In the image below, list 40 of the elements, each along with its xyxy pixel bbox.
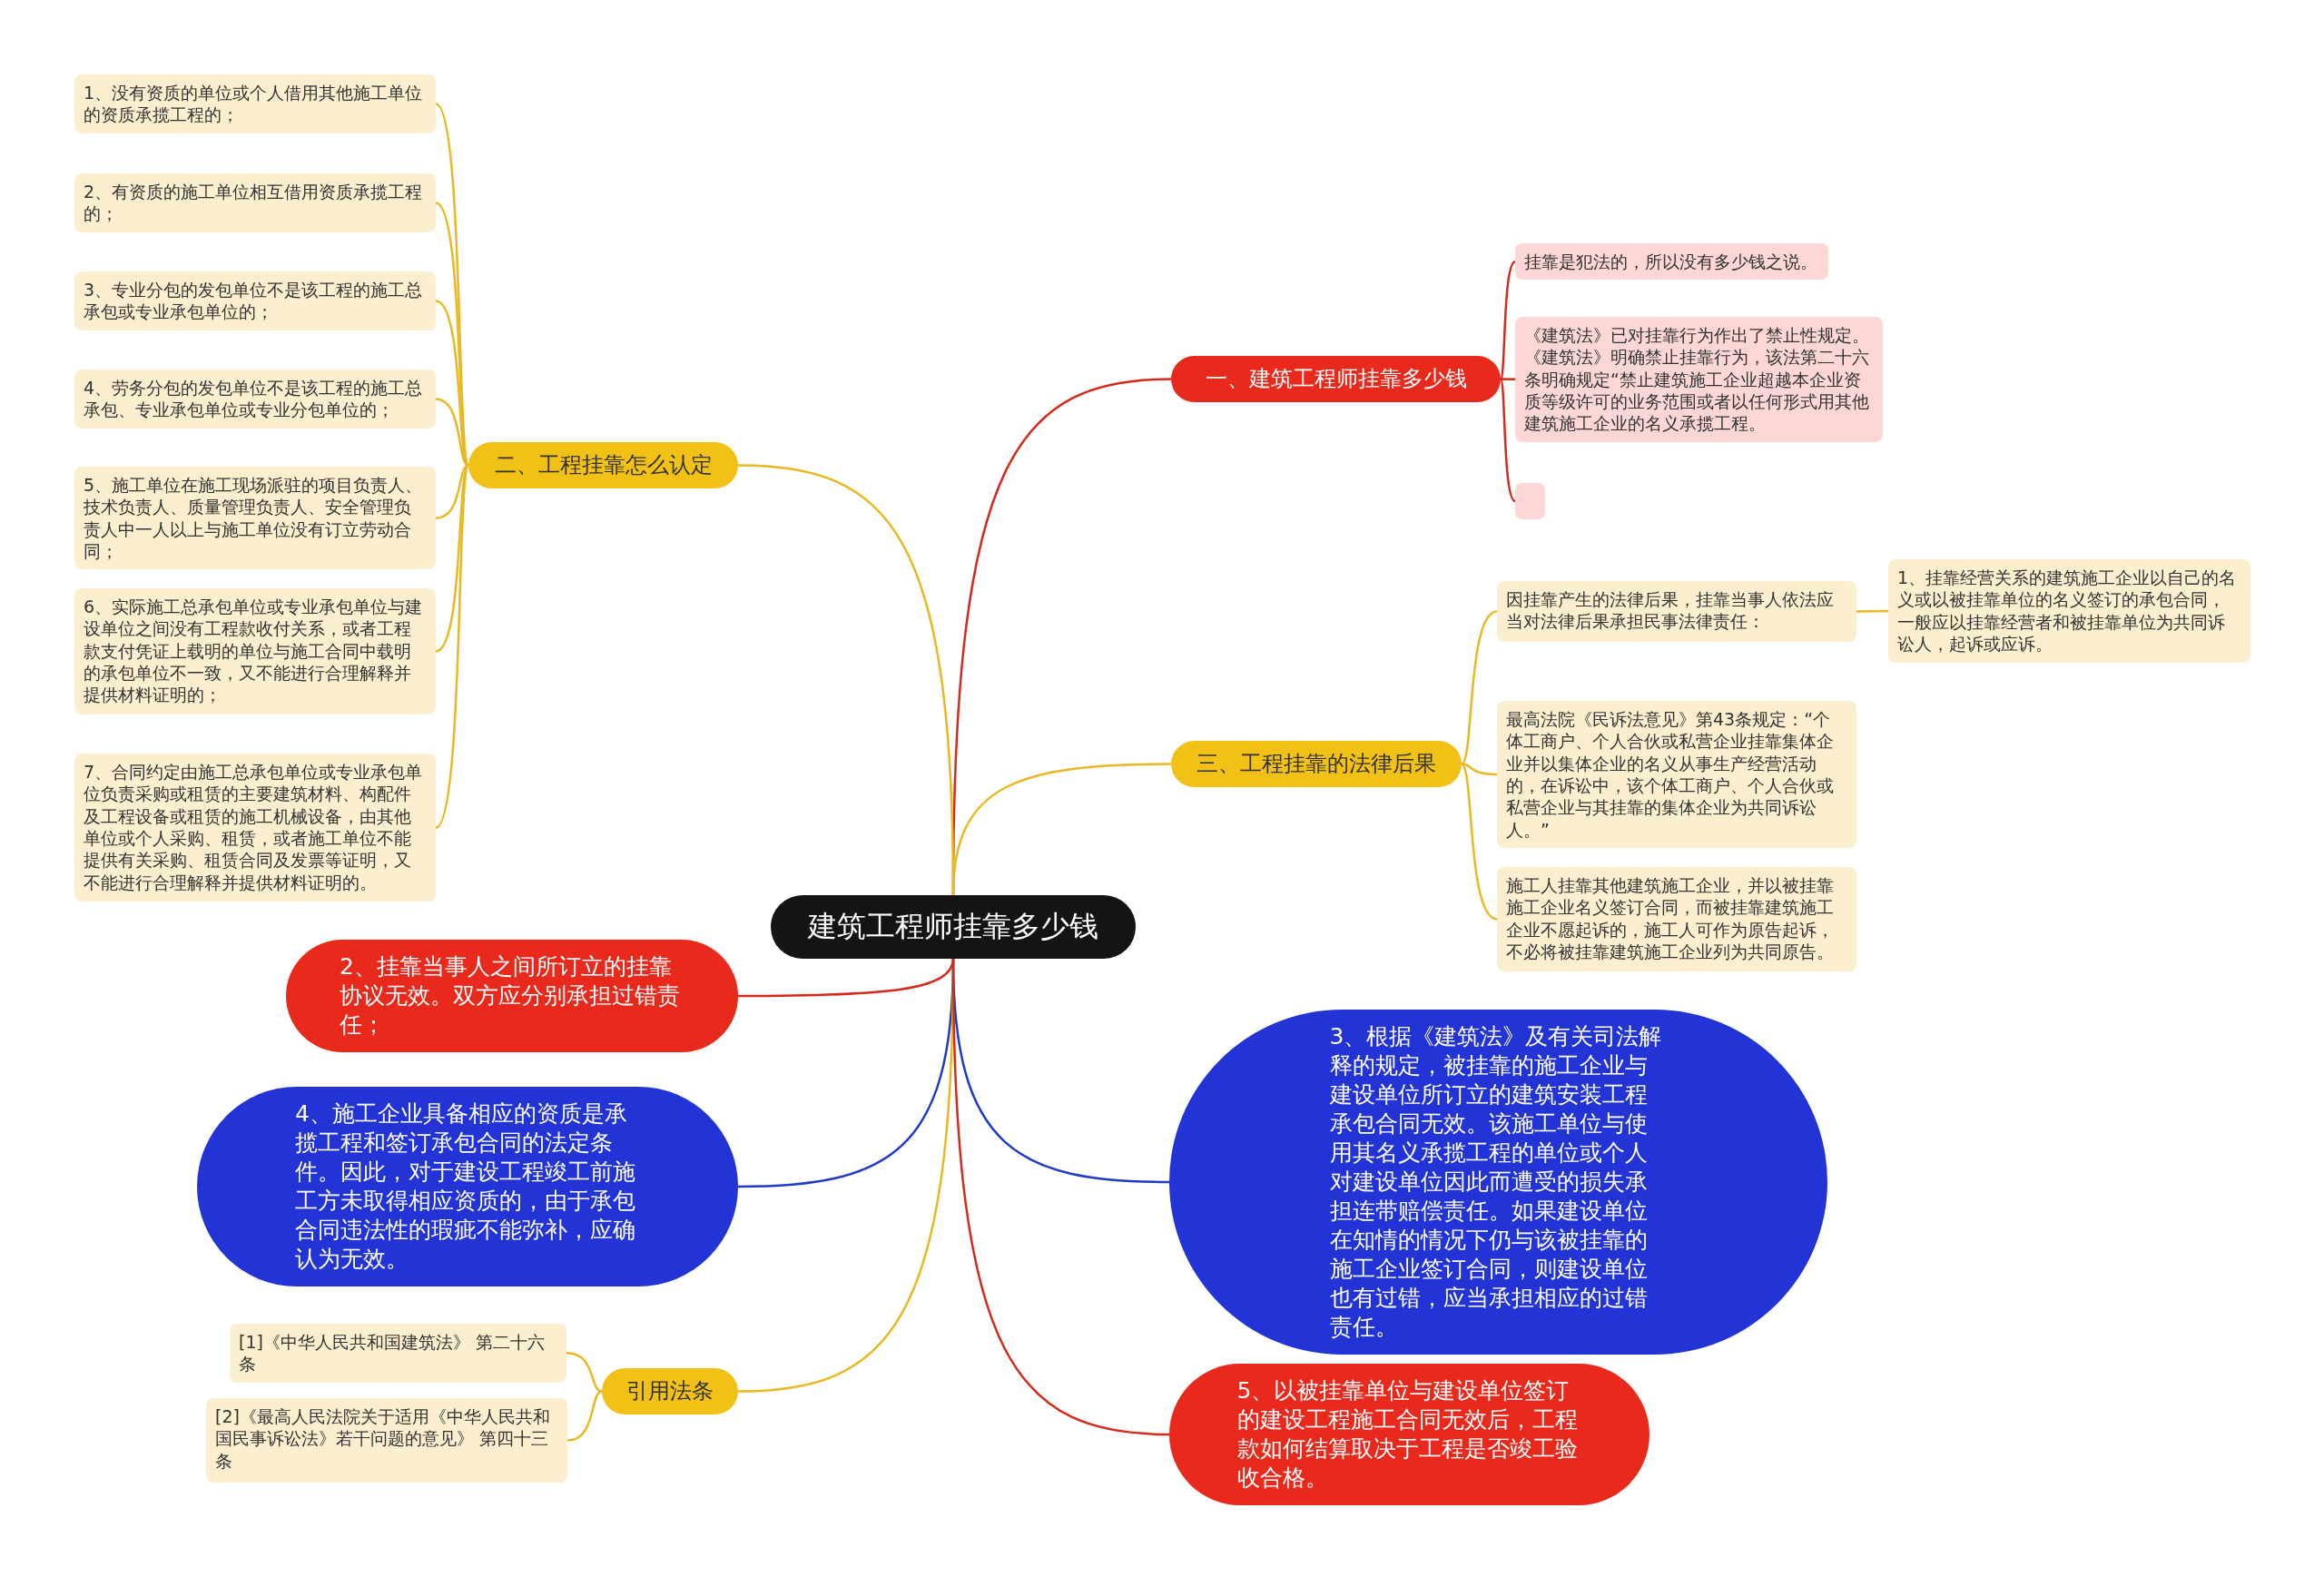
topic-pill: 二、工程挂靠怎么认定 xyxy=(468,442,738,489)
empty-note-box xyxy=(1515,483,1545,519)
note-box: 5、施工单位在施工现场派驻的项目负责人、技术负责人、质量管理负责人、安全管理负责人中一人以上与施工单位没有订立劳动合同； xyxy=(74,467,436,570)
topic-bubble: 5、以被挂靠单位与建设单位签订的建设工程施工合同无效后，工程款如何结算取决于工程是否竣工验收合格。 xyxy=(1169,1364,1649,1505)
branch-line xyxy=(566,1352,603,1393)
branch-line xyxy=(1499,379,1516,502)
topic-pill: 引用法条 xyxy=(602,1368,738,1415)
branch-line xyxy=(951,763,1171,896)
note-box: 挂靠是犯法的，所以没有多少钱之说。 xyxy=(1515,243,1828,281)
branch-line xyxy=(1856,609,1888,613)
branch-line xyxy=(951,958,1170,1436)
note-box: [2]《最高人民法院关于适用《中华人民共和国民事诉讼法》若干问题的意见》 第四十三条 xyxy=(206,1398,567,1483)
note-box: 最高法院《民诉法意见》第43条规定：“个体工商户、个人合伙或私营企业挂靠集体企业并以集体企业的名义从事生产经营活动的，在诉讼中，该个体工商户、个人合伙或私营企业与其挂靠的集体企业为共同诉讼人。” xyxy=(1497,701,1856,848)
topic-bubble: 4、施工企业具备相应的资质是承揽工程和签订承包合同的法定条件。因此，对于建设工程竣工前施工方未取得相应资质的，由于承包合同违法性的瑕疵不能弥补，应确认为无效。 xyxy=(197,1087,738,1286)
branch-line xyxy=(1499,261,1516,380)
topic-bubble: 3、根据《建筑法》及有关司法解释的规定，被挂靠的施工企业与建设单位所订立的建筑安装工程承包合同无效。该施工单位与使用其名义承揽工程的单位或个人对建设单位因此而遭受的损失承担连带赔偿责任。如果建设单位在知情的情况下仍与该被挂靠的施工企业签订合同，则建设单位也有过错，应当承担相应的过错责任。 xyxy=(1169,1010,1827,1355)
branch-line xyxy=(738,958,955,998)
note-box: 6、实际施工总承包单位或专业承包单位与建设单位之间没有工程款收付关系，或者工程款支付凭证上载明的单位与施工合同中载明的承包单位不一致，又不能进行合理解释并提供材料证明的； xyxy=(74,588,436,715)
note-box: 《建筑法》已对挂靠行为作出了禁止性规定。《建筑法》明确禁止挂靠行为，该法第二十六条明确规定“禁止建筑施工企业超越本企业资质等级许可的业务范围或者以任何形式用其他建筑施工企业的名义承揽工程。 xyxy=(1515,317,1883,442)
note-box: 1、挂靠经营关系的建筑施工企业以自己的名义或以被挂靠单位的名义签订的承包合同，一般应以挂靠经营者和被挂靠单位为共同诉讼人，起诉或应诉。 xyxy=(1888,559,2250,663)
note-box: 2、有资质的施工单位相互借用资质承揽工程的； xyxy=(74,173,436,232)
topic-pill: 一、建筑工程师挂靠多少钱 xyxy=(1171,356,1501,403)
branch-line xyxy=(435,464,469,519)
note-box: 4、劳务分包的发包单位不是该工程的施工总承包、专业承包单位或专业分包单位的； xyxy=(74,370,436,429)
branch-line xyxy=(1461,763,1498,776)
central-topic: 建筑工程师挂靠多少钱 xyxy=(771,895,1136,959)
branch-line xyxy=(1501,378,1515,381)
note-box: 1、没有资质的单位或个人借用其他施工单位的资质承揽工程的； xyxy=(74,74,436,133)
topic-bubble: 2、挂靠当事人之间所订立的挂靠协议无效。双方应分别承担过错责任； xyxy=(286,940,738,1052)
branch-line xyxy=(1461,763,1498,921)
branch-line xyxy=(1461,610,1498,765)
branch-line xyxy=(435,398,469,467)
topic-pill: 三、工程挂靠的法律后果 xyxy=(1171,741,1462,788)
branch-line xyxy=(566,1390,603,1442)
note-box: 因挂靠产生的法律后果，挂靠当事人依法应当对法律后果承担民事法律责任： xyxy=(1497,581,1856,642)
note-box: 施工人挂靠其他建筑施工企业，并以被挂靠施工企业名义签订合同，而被挂靠建筑施工企业不愿起诉的，施工人可作为原告起诉，不必将被挂靠建筑施工企业列为共同原告。 xyxy=(1497,867,1856,971)
branch-line xyxy=(435,465,470,829)
note-box: 3、专业分包的发包单位不是该工程的施工总承包或专业承包单位的； xyxy=(74,271,436,330)
note-box: [1]《中华人民共和国建筑法》 第二十六条 xyxy=(230,1324,566,1383)
note-box: 7、合同约定由施工总承包单位或专业承包单位负责采购或租赁的主要建筑材料、构配件及工程设备或租赁的施工机械设备，由其他单位或个人采购、租赁，或者施工单位不能提供有关采购、租赁合同及发票等证明，又不能进行合理解释并提供材料证明的。 xyxy=(74,754,436,902)
